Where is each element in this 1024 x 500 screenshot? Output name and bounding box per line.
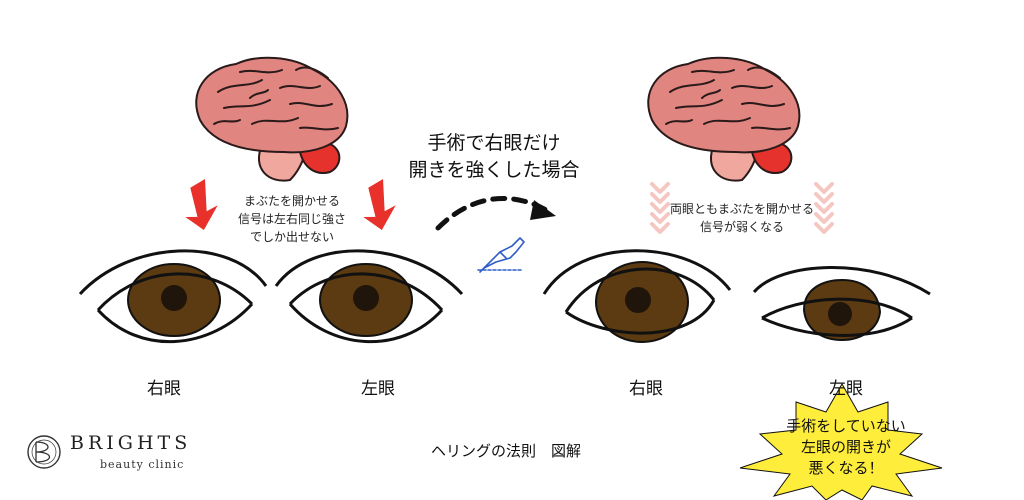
brand-tagline: beauty clinic [100,458,185,471]
weak-signal-line-1: 両眼ともまぶたを開かせる [669,202,815,216]
eye-after-left [752,266,931,342]
callout-text: 手術をしていない 左眼の開きが 悪くなる！ [786,416,906,479]
brand-logo-mark [27,435,61,469]
process-heading-line-2: 開きを強くした場合 [408,159,580,181]
equal-signal-note: まぶたを開かせる 信号は左右同じ強さ でしか出せない [238,192,346,246]
brain-illustration-right [647,56,801,182]
surgery-hand-icon [477,237,525,273]
label-after-right-eye: 右眼 [629,379,663,399]
callout-line-2: 左眼の開きが [800,438,891,456]
weak-signal-arrow-right [814,182,834,234]
signal-arrow-left [179,177,222,233]
eye-before-left [274,249,464,343]
callout-starburst [739,382,943,500]
eye-before-right [78,249,268,343]
signal-arrow-right [357,177,400,233]
weak-signal-arrow-left [650,182,670,234]
process-heading-line-1: 手術で右眼だけ [427,132,561,154]
label-before-right-eye: 右眼 [147,379,181,399]
label-before-left-eye: 左眼 [361,379,395,399]
equal-signal-line-2: 信号は左右同じ強さ [237,212,347,226]
brain-illustration-left [195,56,349,182]
dashed-process-arrow [435,196,556,231]
eye-after-right [542,249,732,343]
diagram-caption: ヘリングの法則 図解 [430,442,582,460]
callout-line-1: 手術をしていない [786,417,906,435]
label-after-left-eye: 左眼 [829,379,863,399]
equal-signal-line-3: でしか出せない [249,230,335,244]
weak-signal-note: 両眼ともまぶたを開かせる 信号が弱くなる [670,200,814,236]
brand-name: BRIGHTS [70,432,192,454]
weak-signal-line-2: 信号が弱くなる [699,220,785,234]
process-heading: 手術で右眼だけ 開きを強くした場合 [408,130,579,184]
callout-line-3: 悪くなる！ [808,459,884,477]
equal-signal-line-1: まぶたを開かせる [243,194,341,208]
